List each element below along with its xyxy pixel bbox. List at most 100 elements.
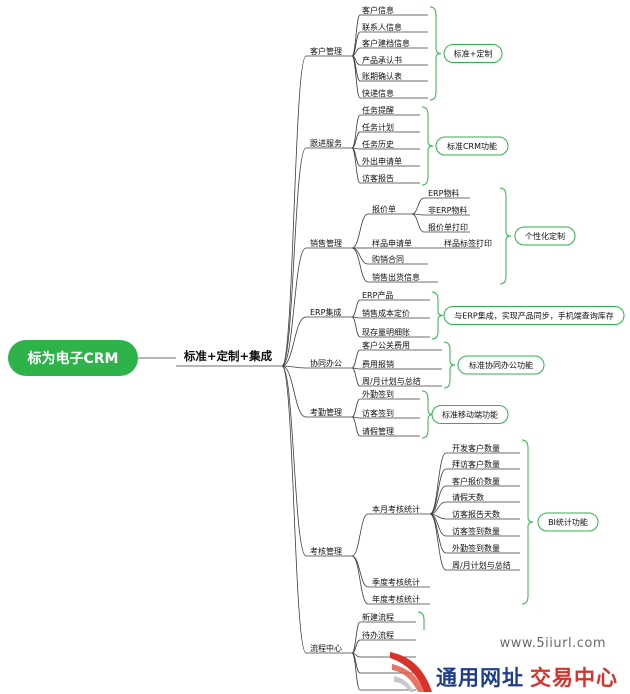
branch-erp-label: ERP集成 bbox=[310, 307, 341, 317]
monthly-sub-curve bbox=[429, 468, 447, 515]
branch-workflow-item-2: 待办流程 bbox=[362, 630, 394, 640]
branch-sales-item-1: 报价单 bbox=[372, 204, 396, 214]
branch-office-item-curve bbox=[351, 367, 361, 387]
monthly-sub-6: 访客签到数量 bbox=[452, 526, 500, 536]
branch-erp-brace bbox=[431, 291, 444, 340]
branch-assessment-curve bbox=[281, 365, 307, 557]
quote-sub-curve bbox=[411, 213, 425, 233]
quote-sub-3: 报价单打印 bbox=[428, 222, 468, 232]
branch-office-item-2: 费用报销 bbox=[362, 359, 394, 369]
branch-erp-note-label: 与ERP集成，实现产品同步，手机端查询库存 bbox=[454, 311, 613, 321]
root-node bbox=[8, 340, 138, 376]
branch-customer-item-curve bbox=[351, 31, 361, 57]
monthly-sub-curve bbox=[429, 513, 447, 571]
sample-sub-1: 样品标签打印 bbox=[444, 238, 492, 248]
branch-office-brace bbox=[443, 341, 456, 389]
monthly-sub-7: 外勤签到数量 bbox=[452, 543, 500, 553]
branch-sales-item-curve bbox=[351, 213, 369, 249]
branch-assessment-item-curve bbox=[351, 555, 369, 605]
monthly-sub-3: 客户报价数量 bbox=[452, 476, 500, 486]
branch-sales-note-box bbox=[514, 226, 576, 246]
branch-workflow-label: 流程中心 bbox=[310, 643, 342, 653]
branch-erp-item-curve bbox=[351, 316, 361, 338]
branch-followup-item-curve bbox=[351, 147, 361, 184]
branch-followup-item-curve bbox=[351, 114, 361, 149]
branch-sales-curve bbox=[281, 247, 307, 367]
branch-followup-item-1: 任务提醒 bbox=[362, 105, 394, 115]
branch-assessment-note: BI统计功能 bbox=[537, 512, 599, 532]
branch-workflow-item-curve bbox=[351, 652, 361, 691]
branch-followup-item-3: 任务历史 bbox=[362, 139, 394, 149]
branch-erp-item-1: ERP产品 bbox=[362, 290, 393, 300]
branch-followup-item-4: 外出申请单 bbox=[362, 156, 402, 166]
branch-customer-item-curve bbox=[351, 55, 361, 99]
branch-attendance-label: 考勤管理 bbox=[310, 407, 342, 417]
branch-sales-item-2: 样品申请单 bbox=[372, 238, 412, 248]
branch-customer-note-label: 标准+定制 bbox=[454, 49, 493, 59]
branch-workflow-curve bbox=[281, 365, 307, 654]
branch-erp-item-2: 销售成本定价 bbox=[362, 308, 410, 318]
branch-followup-note-box bbox=[435, 136, 509, 156]
watermark-main: 通用网址 bbox=[436, 666, 524, 690]
branch-attendance-curve bbox=[281, 365, 307, 418]
branch-assessment-item-curve bbox=[351, 513, 369, 557]
branch-customer-item-curve bbox=[351, 47, 361, 57]
quote-sub-2: 非ERP物料 bbox=[428, 205, 467, 215]
branch-customer-item-2: 联系人信息 bbox=[362, 22, 402, 32]
branch-sales-label: 销售管理 bbox=[310, 238, 342, 248]
branch-attendance-note-label: 标准移动端功能 bbox=[442, 410, 498, 420]
branch-assessment-note-box bbox=[537, 512, 599, 532]
branch-attendance-item-curve bbox=[351, 416, 361, 437]
monthly-sub-curve bbox=[429, 452, 447, 515]
branch-attendance-item-curve bbox=[351, 398, 361, 418]
branch-attendance-brace bbox=[421, 390, 434, 439]
branch-followup-note: 标准CRM功能 bbox=[435, 136, 509, 156]
branch-customer-curve bbox=[281, 55, 307, 367]
branch-workflow-item-curve bbox=[351, 639, 361, 654]
hub-node-label: 标准+定制+集成 bbox=[183, 349, 273, 363]
branch-customer-item-6: 快递信息 bbox=[362, 88, 394, 98]
watermark-url: www.5iiurl.com bbox=[499, 636, 606, 651]
branch-attendance-note: 标准移动端功能 bbox=[431, 405, 509, 424]
branch-workflow-item-curve bbox=[351, 621, 361, 654]
quote-sub-curve bbox=[411, 197, 425, 215]
branch-customer-item-3: 客户建档信息 bbox=[362, 38, 410, 48]
branch-assessment-item-2: 季度考核统计 bbox=[372, 577, 420, 587]
monthly-sub-curve bbox=[429, 501, 447, 515]
quote-sub-1: ERP物料 bbox=[428, 188, 459, 198]
branch-office-note-box bbox=[457, 355, 545, 375]
branch-sales-item-4: 销售出货信息 bbox=[372, 272, 420, 282]
branch-sales-brace bbox=[499, 187, 512, 285]
branch-sales-item-curve bbox=[351, 247, 369, 283]
branch-erp-item-3: 现存量明细账 bbox=[362, 327, 410, 337]
branch-followup-label: 跟进服务 bbox=[310, 138, 342, 148]
branch-followup-note-label: 标准CRM功能 bbox=[447, 141, 497, 151]
branch-assessment-note-label: BI统计功能 bbox=[548, 517, 588, 527]
branch-followup-item-2: 任务计划 bbox=[362, 122, 394, 132]
branch-customer-brace bbox=[429, 6, 442, 101]
branch-attendance-item-2: 访客签到 bbox=[362, 408, 394, 418]
branch-followup-item-curve bbox=[351, 131, 361, 149]
branch-workflow-item-1: 新建流程 bbox=[362, 612, 394, 622]
branch-office-item-1: 客户公关费用 bbox=[362, 340, 410, 350]
branch-assessment-item-3: 年度考核统计 bbox=[372, 594, 420, 604]
watermark: www.5iiurl.com 通用网址交易中心 bbox=[380, 630, 630, 694]
branch-office-note: 标准协同办公功能 bbox=[457, 355, 545, 375]
root-node-label: 标为电子CRM bbox=[27, 350, 119, 367]
branch-erp-item-curve bbox=[351, 299, 361, 318]
branch-sales-note: 个性化定制 bbox=[514, 226, 576, 246]
monthly-sub-curve bbox=[429, 485, 447, 515]
monthly-sub-4: 请假天数 bbox=[452, 492, 484, 502]
branch-erp-note-box bbox=[443, 306, 625, 325]
branch-assessment-item-1: 本月考核统计 bbox=[372, 504, 420, 514]
branch-followup-brace bbox=[421, 106, 434, 186]
branch-followup-curve bbox=[281, 147, 307, 367]
branch-customer-item-4: 产品承认书 bbox=[362, 55, 402, 65]
branch-customer-item-curve bbox=[351, 14, 361, 57]
branch-office-curve bbox=[281, 365, 307, 369]
monthly-sub-5: 访客报告天数 bbox=[452, 509, 500, 519]
branch-office-note-label: 标准协同办公功能 bbox=[469, 360, 533, 370]
branch-assessment-label: 考核管理 bbox=[310, 546, 342, 556]
watermark-text: 通用网址交易中心 bbox=[436, 662, 618, 692]
